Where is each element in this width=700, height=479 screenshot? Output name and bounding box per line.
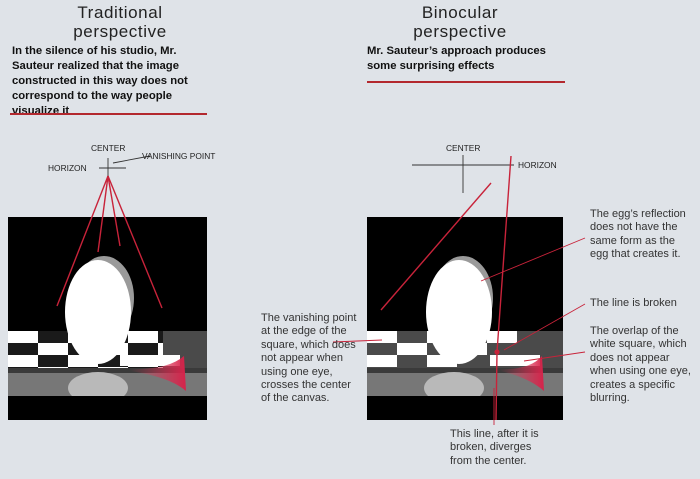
note-vanishing: The vanishing point at the edge of the s…	[261, 312, 363, 406]
right-center-cross	[412, 155, 514, 193]
note-diverges: This line, after it is broken, diverges …	[450, 428, 546, 468]
left-center-label: CENTER	[91, 143, 125, 153]
left-canvas	[8, 217, 207, 420]
right-horizon-label: HORIZON	[518, 160, 557, 170]
right-egg	[426, 260, 492, 364]
note-overlap: The overlap of the white square, which d…	[590, 325, 694, 405]
left-horizon-label: HORIZON	[48, 163, 87, 173]
left-vanishing-label: VANISHING POINT	[142, 151, 215, 161]
right-center-label: CENTER	[446, 143, 480, 153]
note-broken: The line is broken	[590, 297, 700, 310]
note-reflection: The egg’s reflection does not have the s…	[590, 208, 694, 262]
left-egg	[65, 260, 131, 364]
